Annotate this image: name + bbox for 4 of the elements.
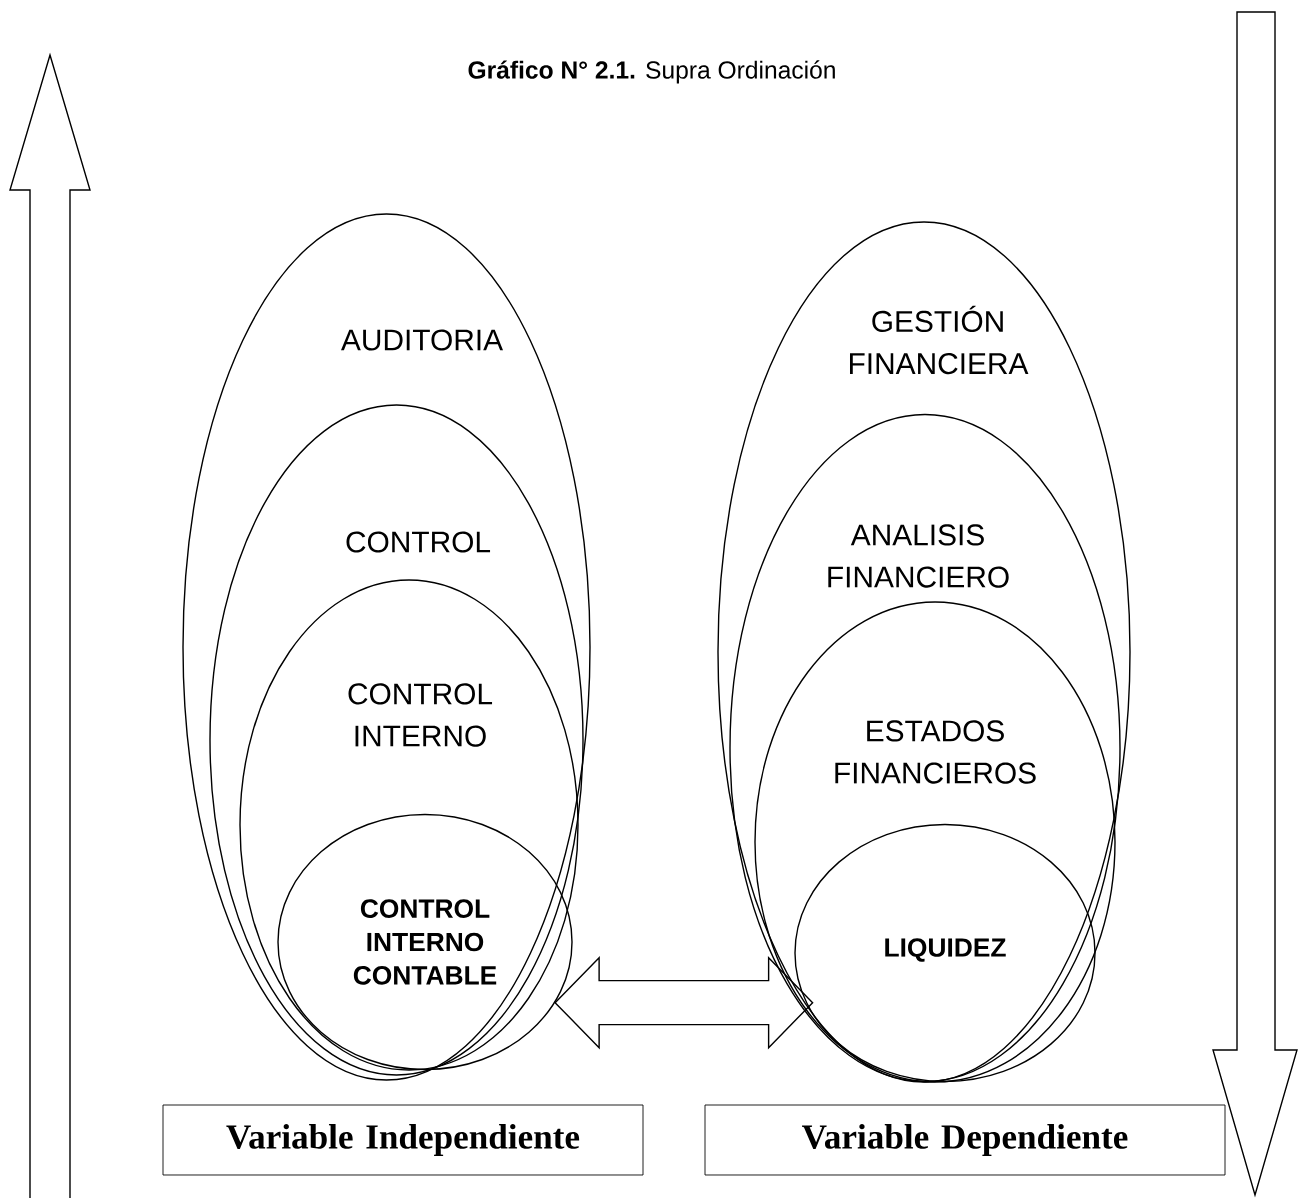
- label-box: Variable Independiente: [162, 1104, 644, 1176]
- label-box: Variable Dependiente: [704, 1104, 1226, 1176]
- title: Gráfico N° 2.1. Supra Ordinación: [468, 60, 835, 84]
- double-arrow: [554, 955, 814, 1050]
